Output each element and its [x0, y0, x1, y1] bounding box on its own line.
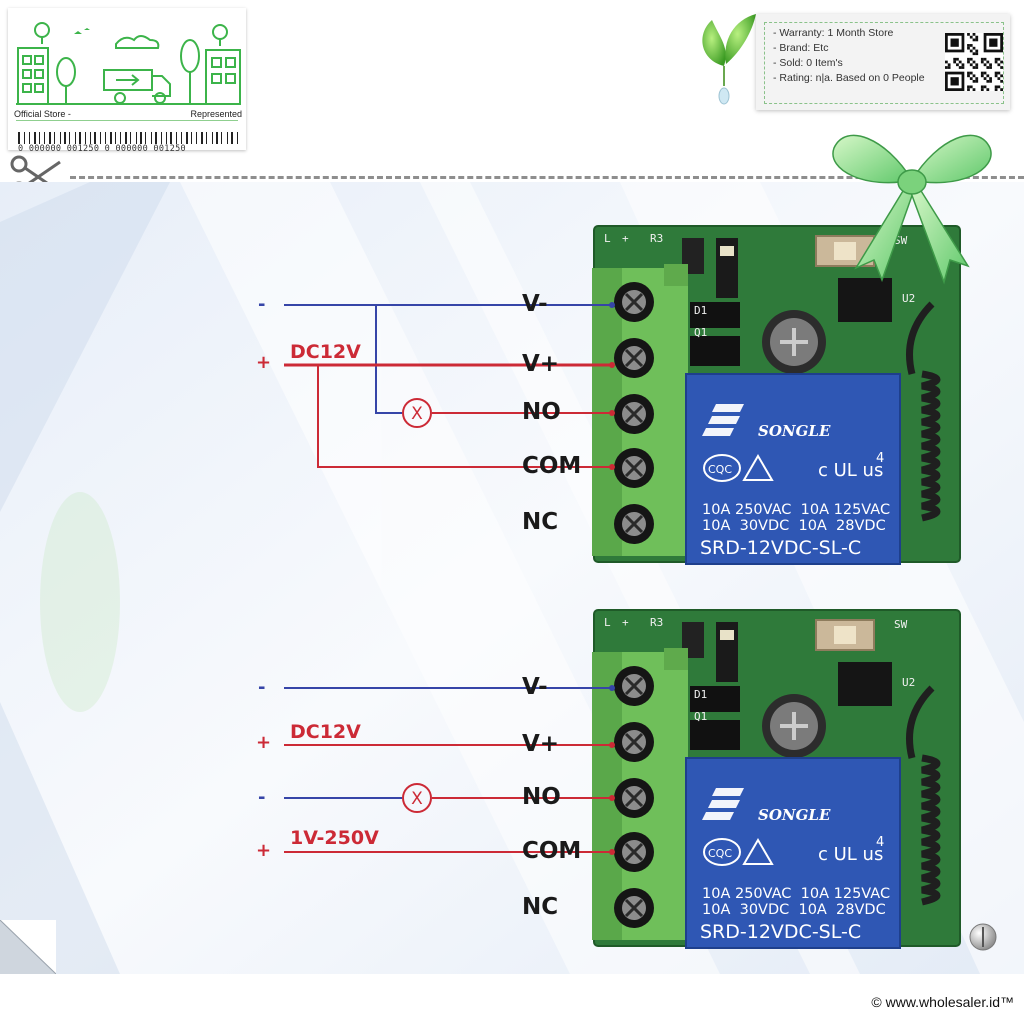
pcb-u2-mark: U2 [902, 676, 915, 689]
relay-module-bottom: L + R3 SW U2 D1 Q1 SONGLE [592, 609, 961, 949]
pcb-q1-mark: Q1 [694, 710, 707, 723]
pcb-silkscreen: L + R3 SW U2 D1 Q1 [604, 616, 915, 723]
ribbon-bow-icon [832, 134, 992, 285]
pcb-r3-mark: R3 [650, 616, 663, 629]
product-info-card: - Warranty: 1 Month Store - Brand: Etc -… [756, 14, 1010, 110]
pcb-l-mark: L [604, 232, 611, 245]
product-info-border: - Warranty: 1 Month Store - Brand: Etc -… [764, 22, 1004, 104]
relay-body: SONGLE CQC c UL us 4 10A 250VAC 10A 125V… [685, 757, 901, 949]
bottom-lamp-icon [402, 783, 432, 813]
cut-line [70, 176, 1024, 179]
top-terminal-v-plus: V+ [522, 351, 560, 377]
relay-cert-number: 4 [876, 451, 884, 466]
relay-rating-row1: 10A 250VAC 10A 125VAC [702, 886, 890, 902]
bottom-load-minus-sign: - [258, 787, 266, 808]
top-lamp-symbol: X [411, 404, 423, 424]
relay-cert-right: c UL us [818, 844, 883, 865]
pcb-q1-mark: Q1 [694, 326, 707, 339]
terminal-block [592, 264, 688, 556]
bottom-voltage-label: DC12V [290, 721, 361, 743]
bottom-terminal-nc: NC [522, 894, 559, 920]
relay-brand: SONGLE [758, 422, 831, 440]
barcode-icon [18, 132, 238, 144]
qr-code-icon [945, 33, 1003, 91]
relay-model: SRD-12VDC-SL-C [700, 537, 861, 559]
top-minus-sign: - [258, 294, 266, 315]
top-terminal-no: NO [522, 399, 561, 425]
pcb-sw-mark: SW [894, 618, 908, 631]
bottom-minus-sign: - [258, 677, 266, 698]
bottom-load-voltage-label: 1V-250V [290, 827, 379, 849]
bottom-terminal-v-plus: V+ [522, 731, 560, 757]
sold-text: - Sold: 0 Item's [773, 57, 843, 69]
store-divider [16, 120, 238, 121]
antenna-coil [906, 685, 941, 906]
terminal-block [592, 648, 688, 940]
relay-cert-left: CQC [708, 847, 732, 860]
relay-rating-row1: 10A 250VAC 10A 125VAC [702, 502, 890, 518]
pcb-r3-mark: R3 [650, 232, 663, 245]
relay-module-top: L + R3 SW U2 D1 Q1 SONGLE [592, 225, 961, 565]
copyright-text: © www.wholesaler.id™ [871, 994, 1014, 1010]
store-left-label: Official Store - [14, 109, 71, 119]
top-minus-branch-wire [375, 305, 402, 414]
pcb-d1-mark: D1 [694, 688, 707, 701]
top-com-wire [317, 365, 612, 468]
bottom-lamp-symbol: X [411, 789, 423, 809]
relay-cert-number: 4 [876, 835, 884, 850]
brand-text: - Brand: Etc [773, 42, 829, 54]
warranty-text: - Warranty: 1 Month Store [773, 27, 894, 39]
top-terminal-nc: NC [522, 509, 559, 535]
barcode-number: 0 000000 001250 0 000000 001250 [18, 144, 186, 154]
bottom-terminal-com: COM [522, 838, 582, 864]
top-voltage-label: DC12V [290, 341, 361, 363]
pcb-silkscreen: L + R3 SW U2 D1 Q1 [604, 232, 915, 339]
city-delivery-icon [16, 22, 241, 105]
bottom-terminal-v-minus: V- [522, 674, 548, 700]
pcb-plus-mark: + [622, 616, 629, 629]
page-curl-icon [0, 920, 56, 974]
rating-text: - Rating: n|a. Based on 0 People [773, 72, 925, 84]
top-lamp-icon [402, 398, 432, 428]
relay-body: SONGLE CQC c UL us 4 10A 250VAC 10A 125V… [685, 373, 901, 565]
relay-rating-row2: 10A 30VDC 10A 28VDC [702, 902, 886, 918]
relay-rating-row2: 10A 30VDC 10A 28VDC [702, 518, 886, 534]
top-terminal-v-minus: V- [522, 291, 548, 317]
pcb-components [682, 235, 892, 374]
bottom-terminal-no: NO [522, 784, 561, 810]
pcb-plus-mark: + [622, 232, 629, 245]
pcb-u2-mark: U2 [902, 292, 915, 305]
relay-model: SRD-12VDC-SL-C [700, 921, 861, 943]
screw-icon [969, 923, 997, 951]
bottom-load-plus-sign: + [256, 840, 272, 861]
pcb-d1-mark: D1 [694, 304, 707, 317]
top-plus-sign: + [256, 352, 272, 373]
antenna-coil [906, 301, 941, 522]
store-badge: Official Store - Represented 0 000000 00… [8, 8, 246, 154]
relay-cert-left: CQC [708, 463, 732, 476]
pcb-l-mark: L [604, 616, 611, 629]
top-terminal-com: COM [522, 453, 582, 479]
store-right-label: Represented [190, 109, 242, 119]
leaf-icon [702, 14, 756, 105]
relay-brand: SONGLE [758, 806, 831, 824]
relay-cert-right: c UL us [818, 460, 883, 481]
bottom-plus-sign: + [256, 732, 272, 753]
